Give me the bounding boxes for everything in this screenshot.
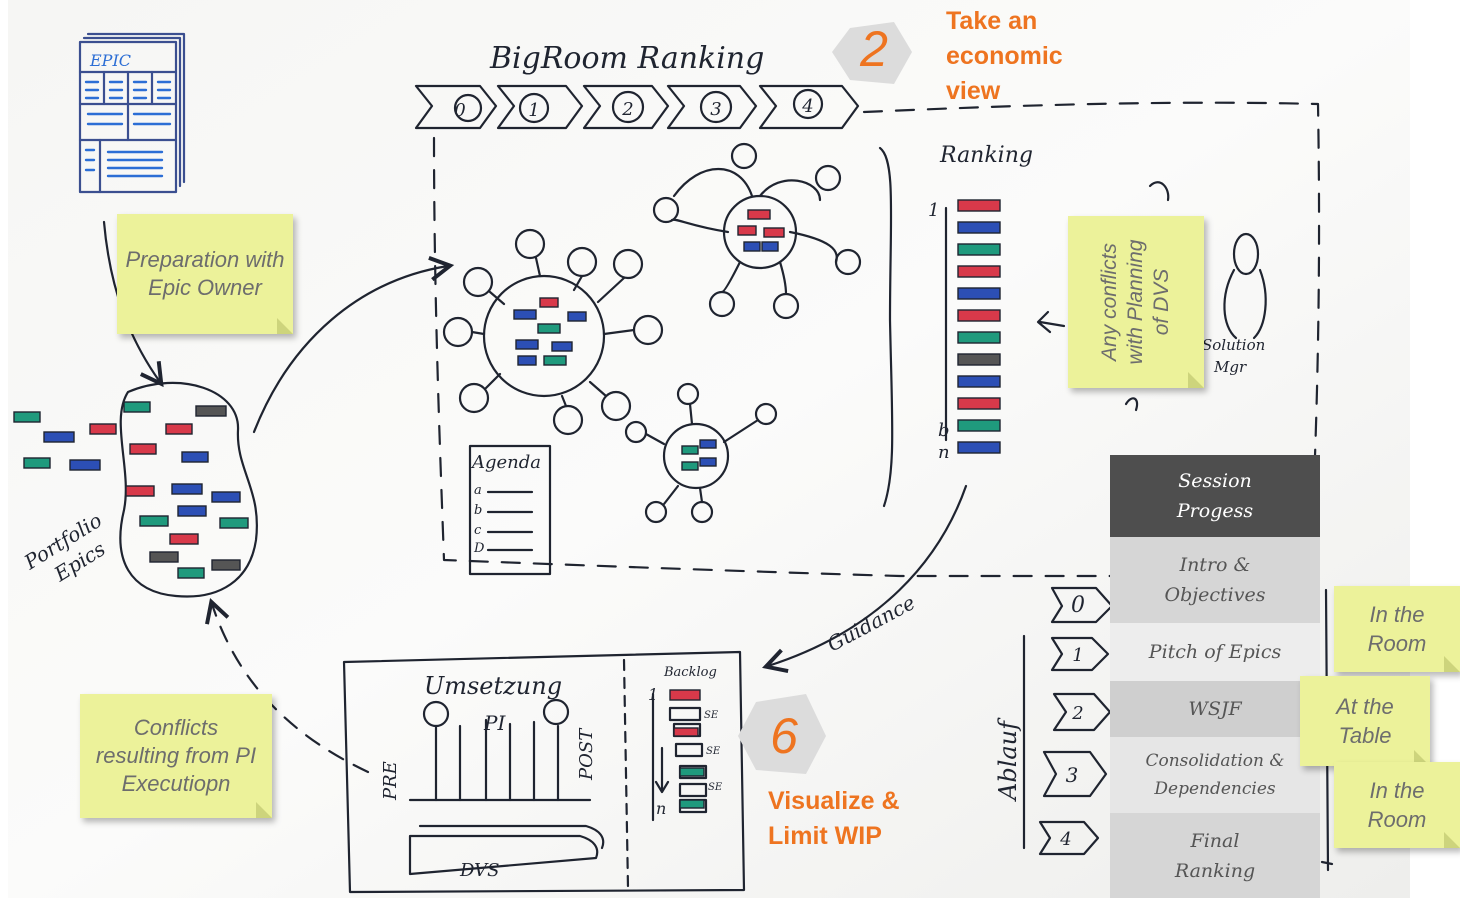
note-conflicts: Conflicts resulting from PI Executiopn (80, 694, 272, 818)
note-preparation: Preparation with Epic Owner (117, 214, 293, 334)
bigroom-title: BigRoom Ranking (489, 41, 764, 76)
table-sketch-left (442, 228, 664, 436)
backlog-title: Backlog (663, 665, 717, 680)
progress-row-pitch: Pitch of Epics (1110, 623, 1320, 681)
chevron-label-1: 1 (528, 100, 539, 121)
ablauf-label: Ablauf (994, 717, 1022, 802)
table-sketch-top (652, 142, 862, 320)
badge-six-label: Visualize & Limit WIP (768, 787, 900, 850)
progress-row-consolidation-text: Consolidation & Dependencies (1145, 751, 1285, 799)
agenda-title: Agenda (470, 452, 541, 473)
agenda-letter-c: c (474, 523, 482, 538)
colored-marks (13, 199, 1001, 809)
ablauf-step-0: 0 (1071, 593, 1085, 618)
chevron-label-0: 0 (454, 100, 465, 121)
backlog-n: n (656, 799, 666, 818)
chevron-label-4: 4 (801, 96, 813, 117)
epic-form-sketch (78, 32, 186, 194)
umsetzung-title: Umsetzung (424, 672, 562, 700)
bigroom-chevrons (414, 84, 860, 130)
dvs-label: DVS (459, 860, 499, 881)
se-tag-2: SE (706, 746, 721, 757)
progress-row-consolidation: Consolidation & Dependencies (1110, 737, 1320, 813)
agenda-letter-a: a (474, 483, 482, 498)
progress-row-final-text: Final Ranking (1174, 829, 1256, 882)
note-at-table: At the Table (1300, 676, 1430, 766)
ablauf-step-1: 1 (1072, 645, 1083, 666)
hexagon-badge-6 (738, 694, 826, 774)
post-label: POST (576, 727, 597, 781)
pi-label: PI (483, 711, 506, 735)
note-in-room-2: In the Room (1334, 762, 1460, 848)
badge-six-number: 6 (770, 708, 798, 764)
note-any-conflicts-text: Any conflicts with Planning of DVS (1098, 239, 1173, 365)
solution-mgr-figure (1124, 181, 1267, 412)
badge-two-label: Take an economic view (946, 7, 1063, 105)
umsetzung-board (342, 650, 746, 894)
progress-row-intro: Intro & Objectives (1110, 537, 1320, 623)
progress-row-wsjf: WSJF (1110, 681, 1320, 737)
ranking-first: 1 (928, 200, 939, 221)
backlog-first: 1 (648, 685, 658, 704)
chevron-label-3: 3 (710, 99, 721, 120)
session-progress-panel: Session Progess Intro & Objectives Pitch… (1110, 455, 1320, 898)
note-in-room-1: In the Room (1334, 586, 1460, 672)
agenda-letter-b: b (474, 503, 482, 518)
pre-label: PRE (380, 761, 401, 801)
ablauf-step-4: 4 (1059, 829, 1071, 850)
progress-row-wsjf-text: WSJF (1188, 698, 1242, 720)
agenda-letter-d: D (473, 541, 485, 556)
session-progress-header-text: Session Progess (1176, 470, 1254, 522)
progress-row-intro-text: Intro & Objectives (1164, 554, 1266, 606)
ranking-n: n (938, 442, 950, 463)
se-tag-1: SE (704, 710, 719, 721)
hexagon-badge-2 (832, 22, 912, 84)
table-sketch-bottom (624, 382, 778, 524)
epic-form-label: EPIC (89, 51, 131, 70)
ranking-title: Ranking (939, 143, 1033, 168)
ablauf-step-3: 3 (1066, 763, 1079, 787)
se-tag-3: SE (708, 782, 723, 793)
solution-mgr-label-2: Mgr (1213, 358, 1247, 376)
agenda-sheet (468, 444, 552, 576)
note-any-conflicts: Any conflicts with Planning of DVS (1068, 216, 1204, 388)
solution-mgr-label-1: Solution (1202, 336, 1265, 354)
chevron-label-2: 2 (621, 99, 633, 120)
progress-row-final: Final Ranking (1110, 813, 1320, 898)
session-progress-header: Session Progess (1110, 455, 1320, 537)
ranking-b: b (938, 420, 950, 441)
ablauf-step-2: 2 (1071, 703, 1083, 724)
progress-row-pitch-text: Pitch of Epics (1148, 641, 1282, 663)
badge-two-number: 2 (860, 21, 888, 77)
